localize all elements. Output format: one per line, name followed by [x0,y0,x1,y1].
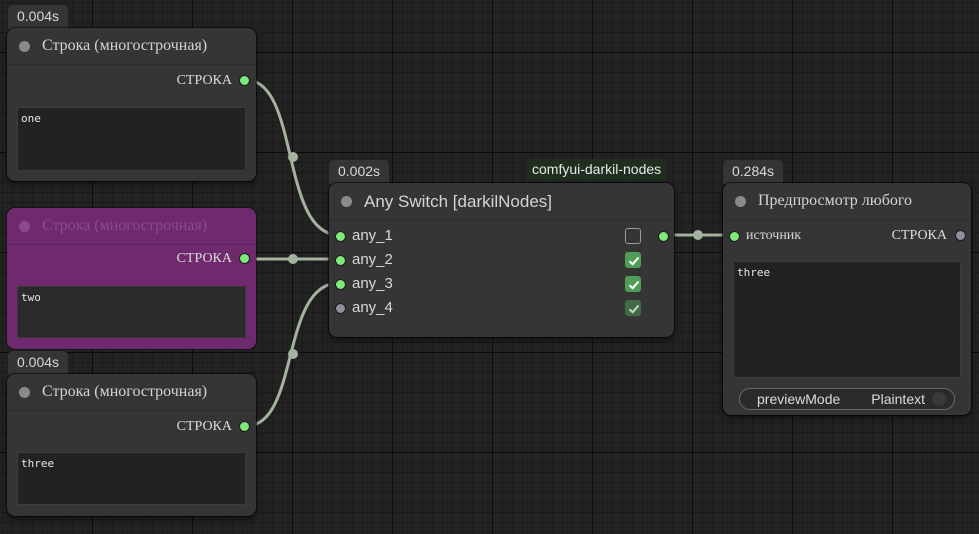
input-slot-icon[interactable] [335,279,346,290]
text-input-area[interactable]: three [17,452,246,505]
input-slot-icon[interactable] [335,255,346,266]
collapse-dot-icon[interactable] [735,196,746,207]
input-label: источник [746,228,802,243]
collapse-dot-icon[interactable] [341,196,352,207]
node-title-bar[interactable]: Строка (многострочная) [7,208,256,245]
output-slot-icon[interactable] [239,421,250,432]
widget-name: previewMode [757,391,841,407]
output-label: СТРОКА [176,73,232,88]
checkmark-icon [628,256,640,266]
output-label: СТРОКА [176,419,232,434]
enable-checkbox[interactable] [625,252,641,268]
string-multiline-node-1[interactable]: Строка (многострочная) СТРОКА one [7,28,256,181]
input-slot-icon[interactable] [335,231,346,242]
input-slot-icon[interactable] [335,303,346,314]
execution-time-badge: 0.284s [723,160,784,184]
node-title-bar[interactable]: Строка (многострочная) [7,374,256,411]
input-label: any_1 [352,227,393,244]
checkmark-icon [628,280,640,290]
toggle-knob-icon [932,392,946,406]
enable-checkbox[interactable] [625,300,641,316]
widget-value: Plaintext [871,391,925,407]
input-slot-icon[interactable] [729,231,740,242]
collapse-dot-icon[interactable] [19,221,30,232]
node-title: Строка (многострочная) [42,383,208,400]
node-title-bar[interactable]: Предпросмотр любого [723,183,971,220]
wire-midpoint [288,254,298,264]
input-label: any_3 [352,275,393,292]
output-slot-icon[interactable] [239,253,250,264]
input-row-source[interactable]: источник [723,225,971,247]
input-row-any-2[interactable]: any_2 [329,249,674,271]
node-title: Предпросмотр любого [758,192,912,209]
enable-checkbox[interactable] [625,228,641,244]
node-title-bar[interactable]: Any Switch [darkilNodes] [329,183,674,220]
output-slot-icon[interactable] [955,230,966,241]
input-label: any_4 [352,299,393,316]
enable-checkbox[interactable] [625,276,641,292]
execution-time-badge: 0.004s [8,5,69,29]
execution-time-badge: 0.002s [329,160,390,184]
text-input-area[interactable]: two [17,286,246,338]
input-row-any-1[interactable]: any_1 [329,225,674,247]
collapse-dot-icon[interactable] [19,41,30,52]
output-slot-icon[interactable] [239,75,250,86]
node-title-bar[interactable]: Строка (многострочная) [7,28,256,65]
wire-midpoint [693,230,703,240]
preview-mode-combo[interactable]: previewMode Plaintext [739,388,955,410]
output-label: СТРОКА [891,228,947,243]
string-multiline-node-3[interactable]: Строка (многострочная) СТРОКА three [7,374,256,516]
wire-string3-to-any3 [245,281,340,428]
preview-any-node[interactable]: Предпросмотр любого источник СТРОКА thre… [723,183,971,415]
output-label: СТРОКА [176,251,232,266]
wire-midpoint [288,152,298,162]
execution-time-badge: 0.004s [8,351,69,375]
preview-text-area[interactable]: three [733,261,961,378]
wire-midpoint [288,349,298,359]
input-label: any_2 [352,251,393,268]
node-pack-label: comfyui-darkil-nodes [527,159,667,181]
collapse-dot-icon[interactable] [19,387,30,398]
output-slot-icon[interactable] [658,231,669,242]
input-row-any-4[interactable]: any_4 [329,297,674,319]
input-row-any-3[interactable]: any_3 [329,273,674,295]
text-input-area[interactable]: one [17,107,246,171]
wire-string1-to-any1 [245,78,340,237]
node-title: Строка (многострочная) [42,37,208,54]
output-slot-row[interactable]: СТРОКА [851,226,971,246]
node-title: Any Switch [darkilNodes] [364,192,553,211]
node-title: Строка (многострочная) [42,217,208,234]
any-switch-node[interactable]: Any Switch [darkilNodes] any_1 any_2 any… [329,183,674,337]
checkmark-icon [628,304,640,314]
string-multiline-node-2-bypassed[interactable]: Строка (многострочная) СТРОКА two [7,208,256,349]
